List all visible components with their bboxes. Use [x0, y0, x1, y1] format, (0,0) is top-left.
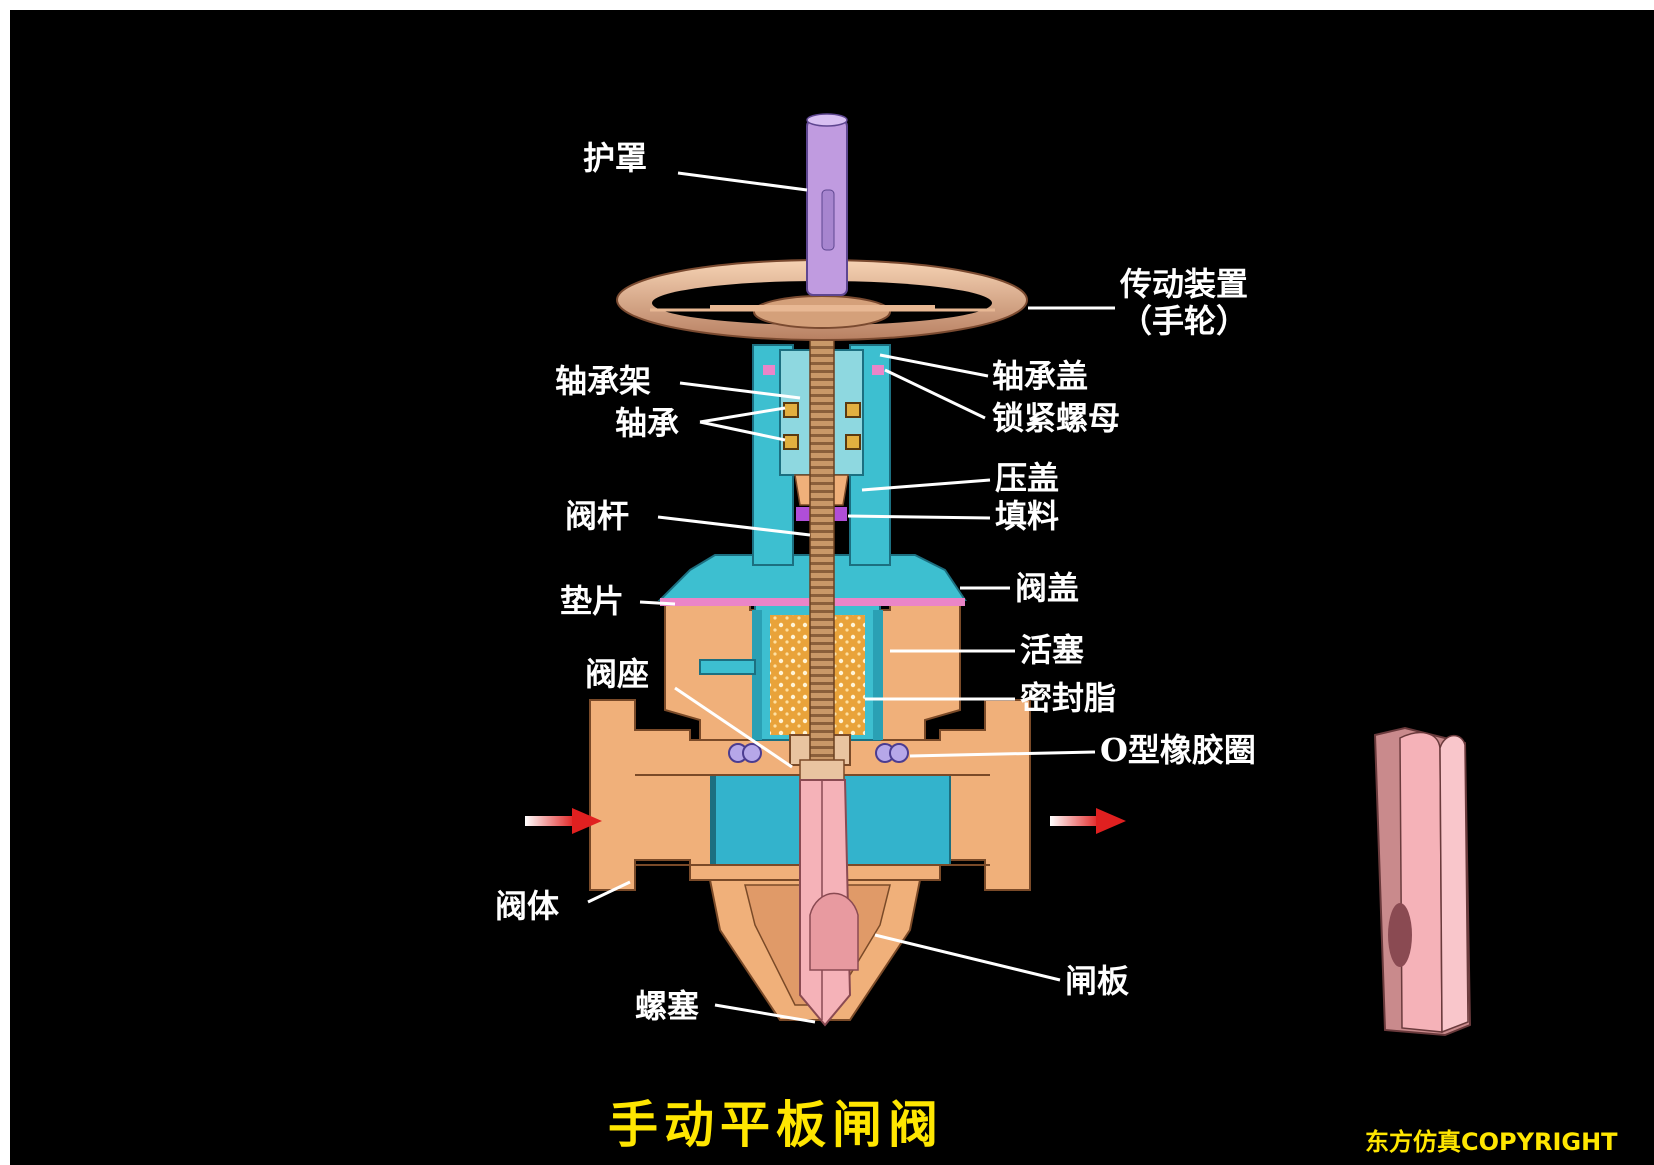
label-actuator: 传动装置	[1120, 268, 1248, 300]
label-valve-body: 阀体	[495, 890, 559, 922]
label-bearing: 轴承	[615, 407, 679, 439]
label-lock-nut: 锁紧螺母	[992, 402, 1120, 434]
label-o-ring: O型橡胶圈	[1100, 734, 1256, 766]
protective-cover	[807, 114, 847, 295]
label-sealant: 密封脂	[1020, 682, 1116, 714]
label-gland: 压盖	[995, 462, 1059, 494]
copyright-notice: 东方仿真COPYRIGHT	[1365, 1130, 1618, 1154]
gate-valve-diagram	[10, 10, 1654, 1165]
gate-detail-view	[1375, 728, 1470, 1035]
label-piston: 活塞	[1020, 634, 1084, 666]
label-bearing-bracket: 轴承架	[555, 365, 651, 397]
label-gasket: 垫片	[560, 585, 624, 617]
diagram-stage: 护罩 传动装置 （手轮） 轴承架 轴承 轴承盖 锁紧螺母 压盖 填料 阀杆 垫片…	[10, 10, 1654, 1165]
diagram-title: 手动平板闸阀	[608, 1100, 944, 1150]
label-protective-cover: 护罩	[583, 142, 647, 174]
label-valve-stem: 阀杆	[565, 500, 629, 532]
label-bearing-cover: 轴承盖	[992, 360, 1088, 392]
label-bonnet: 阀盖	[1015, 572, 1079, 604]
label-plug: 螺塞	[635, 990, 699, 1022]
label-valve-seat: 阀座	[585, 658, 649, 690]
flow-arrow-outlet	[1050, 808, 1126, 834]
label-handwheel: （手轮）	[1120, 305, 1248, 337]
label-gate: 闸板	[1065, 965, 1129, 997]
label-packing: 填料	[995, 500, 1059, 532]
valve-stem	[810, 320, 834, 780]
